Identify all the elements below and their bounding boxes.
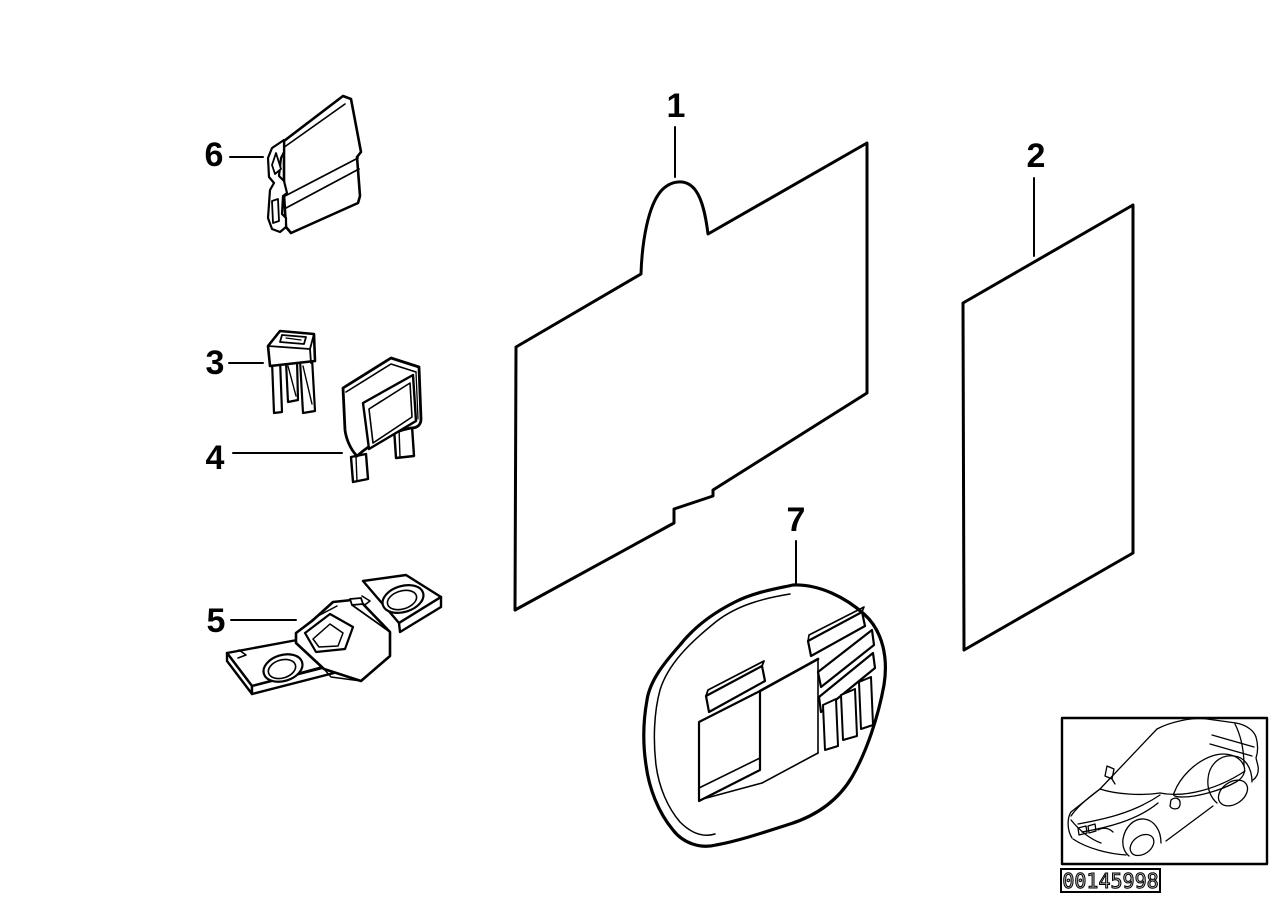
callout-6[interactable]: 6 bbox=[204, 136, 224, 174]
part-6-fuse-puller-drawing bbox=[266, 94, 363, 235]
callout-2[interactable]: 2 bbox=[1026, 137, 1046, 175]
callout-7[interactable]: 7 bbox=[786, 501, 806, 539]
part-5-midi-fuse-drawing bbox=[225, 573, 443, 696]
car-outline-drawing bbox=[1067, 717, 1259, 857]
part-2-blank-sheet-drawing bbox=[961, 203, 1135, 652]
car-thumbnail bbox=[1060, 716, 1269, 866]
part-4-maxi-fuse-drawing bbox=[341, 356, 423, 484]
callout-3[interactable]: 3 bbox=[205, 344, 225, 382]
part-1-cover-sheet-drawing bbox=[513, 141, 869, 612]
callout-5[interactable]: 5 bbox=[206, 602, 226, 640]
car-thumbnail-frame bbox=[1060, 716, 1269, 866]
callout-4[interactable]: 4 bbox=[205, 439, 225, 477]
image-code-text: 00145998 bbox=[1062, 868, 1159, 893]
leader-lines bbox=[228, 126, 1035, 621]
image-code-box: 00145998 bbox=[1060, 868, 1161, 893]
callout-1[interactable]: 1 bbox=[666, 87, 686, 125]
part-3-blade-fuse-drawing bbox=[266, 329, 317, 415]
part-7-fuse-holder-drawing bbox=[642, 583, 887, 848]
